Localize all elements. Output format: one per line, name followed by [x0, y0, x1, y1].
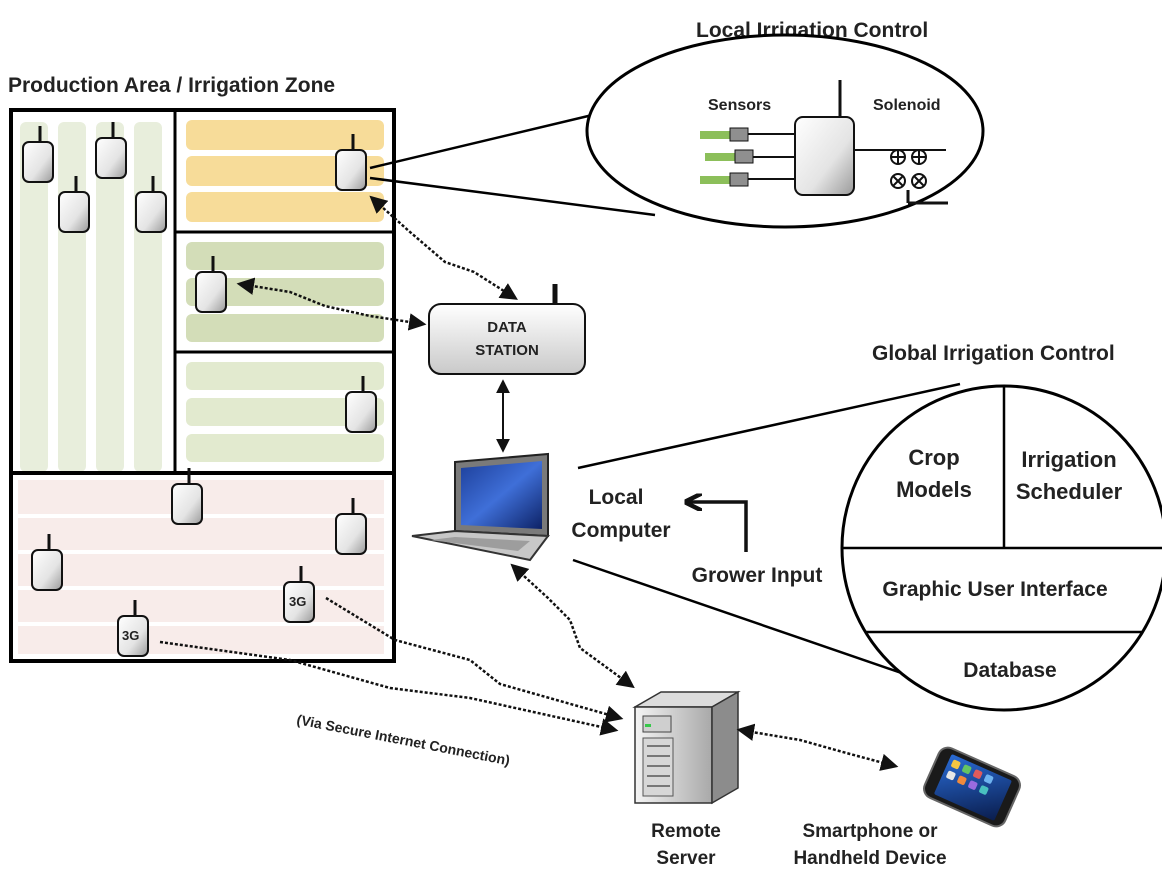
grower-input-label: Grower Input: [692, 564, 823, 587]
sensors-label: Sensors: [708, 97, 771, 114]
field-row: [96, 122, 124, 472]
soil-sensor-icon: [700, 127, 795, 142]
server-to-phone-link: [736, 723, 899, 771]
crop-models-line2: Models: [896, 477, 972, 502]
sensor-node-icon: [170, 466, 204, 526]
soil-sensor-icon: [700, 172, 795, 187]
production-area-border: [9, 108, 396, 663]
data-station-label-line1: DATA: [487, 319, 527, 336]
field-row: [186, 434, 384, 462]
remote-server-icon: [632, 690, 741, 805]
node-to-station-link: [236, 277, 427, 331]
solenoid-valve-icon: [854, 149, 948, 205]
grower-input-arrow: [688, 502, 748, 552]
node-3g-label: 3G: [289, 594, 306, 609]
irrigation-scheduler-line2: Scheduler: [1016, 479, 1123, 504]
field-row: [186, 156, 384, 186]
smartphone-line1: Smartphone or: [802, 821, 938, 842]
remote-server-line1: Remote: [651, 821, 721, 842]
local-computer-line2: Computer: [571, 519, 670, 542]
smartphone-icon: [923, 746, 1021, 828]
global-irrigation-title: Global Irrigation Control: [872, 342, 1115, 365]
field-row: [186, 120, 384, 150]
data-station-label-line2: STATION: [475, 342, 539, 359]
database-label: Database: [963, 659, 1056, 682]
node-to-station-link: [369, 195, 518, 300]
crop-models-line1: Crop: [908, 445, 959, 470]
production-area-title: Production Area / Irrigation Zone: [8, 74, 335, 97]
cellular-node-icon: 3G: [116, 598, 150, 658]
secure-connection-label: (Via Secure Internet Connection): [295, 711, 511, 768]
gui-label: Graphic User Interface: [882, 578, 1107, 601]
remote-server-line2: Server: [656, 848, 716, 869]
cellular-node-icon: 3G: [282, 564, 316, 624]
field-row: [186, 314, 384, 342]
field-row: [20, 122, 48, 472]
local-controller-icon: [794, 80, 855, 196]
soil-sensor-icon: [705, 149, 795, 164]
field-row: [186, 398, 384, 426]
solenoid-label: Solenoid: [873, 97, 941, 114]
computer-to-server-link: [510, 563, 635, 689]
local-control-callout: [585, 33, 985, 229]
field-row: [186, 192, 384, 222]
laptop-icon: [411, 452, 550, 562]
local-computer-line1: Local: [589, 486, 644, 509]
field-row: [134, 122, 162, 472]
cellular-to-server-link: [159, 640, 619, 736]
field-row: [58, 122, 86, 472]
global-control-callout: [840, 384, 1162, 712]
field-row: [186, 362, 384, 390]
irrigation-scheduler-line1: Irrigation: [1021, 447, 1116, 472]
node-3g-label: 3G: [122, 628, 139, 643]
smartphone-line2: Handheld Device: [793, 848, 946, 869]
field-row: [186, 242, 384, 270]
data-station-icon: [428, 284, 586, 375]
